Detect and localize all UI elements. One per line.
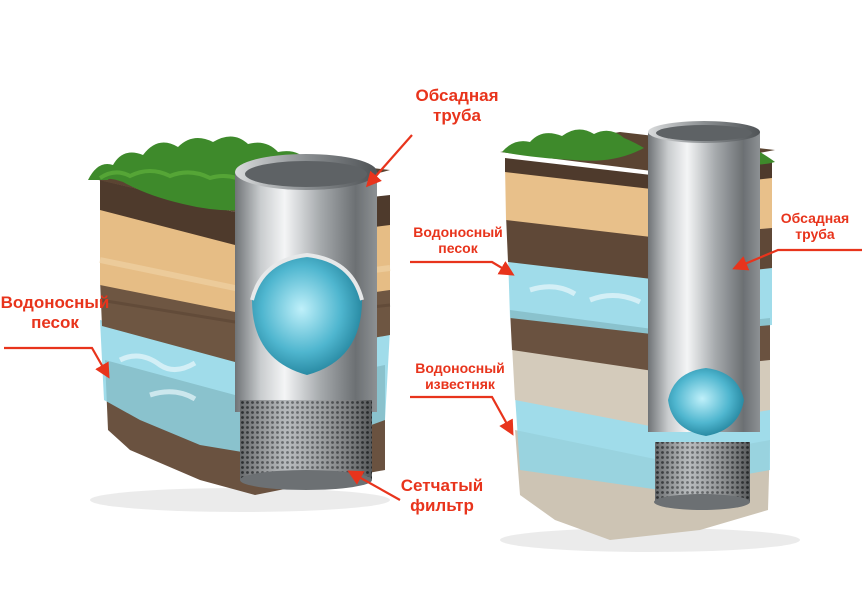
arrow-left-filter	[347, 470, 401, 501]
right-casing-label-line2: труба	[795, 226, 835, 243]
right-casing-label: Обсадная труба	[772, 210, 858, 242]
left-casing-pipe	[235, 154, 377, 490]
right-aquifer-sand-label-line1: Водоносный	[413, 224, 503, 240]
right-grass	[502, 129, 644, 161]
right-casing-label-line1: Обсадная	[780, 210, 850, 226]
arrow-right-limestone	[410, 395, 514, 436]
left-mesh-filter-label: Сетчатый фильтр	[392, 476, 492, 515]
arrow-right-sand-upper	[410, 260, 515, 276]
right-aquifer-limestone-label-line2: известняк	[425, 376, 495, 393]
arrows	[4, 134, 862, 501]
left-aquifer-sand-label-line2: песок	[31, 312, 79, 332]
right-casing-pipe	[648, 121, 760, 510]
left-casing-label-line1: Обсадная	[415, 86, 499, 105]
left-aquifer-sand-label: Водоносный песок	[0, 293, 110, 332]
arrow-left-sand	[4, 346, 110, 379]
right-aquifer-limestone-label-line1: Водоносный	[415, 360, 505, 376]
left-mesh-filter-label-line2: фильтр	[410, 495, 474, 515]
left-casing-label: Обсадная труба	[402, 86, 512, 125]
arrow-left-casing	[365, 134, 413, 188]
arrow-right-casing	[732, 248, 862, 271]
right-aquifer-limestone-label: Водоносный известняк	[408, 360, 512, 392]
left-casing-label-line2: труба	[433, 105, 481, 125]
left-mesh-filter-label-line1: Сетчатый	[400, 476, 484, 495]
left-aquifer-sand-label-line1: Водоносный	[0, 293, 110, 312]
right-aquifer-sand-label: Водоносный песок	[408, 224, 508, 256]
right-aquifer-sand-label-line2: песок	[438, 240, 478, 257]
